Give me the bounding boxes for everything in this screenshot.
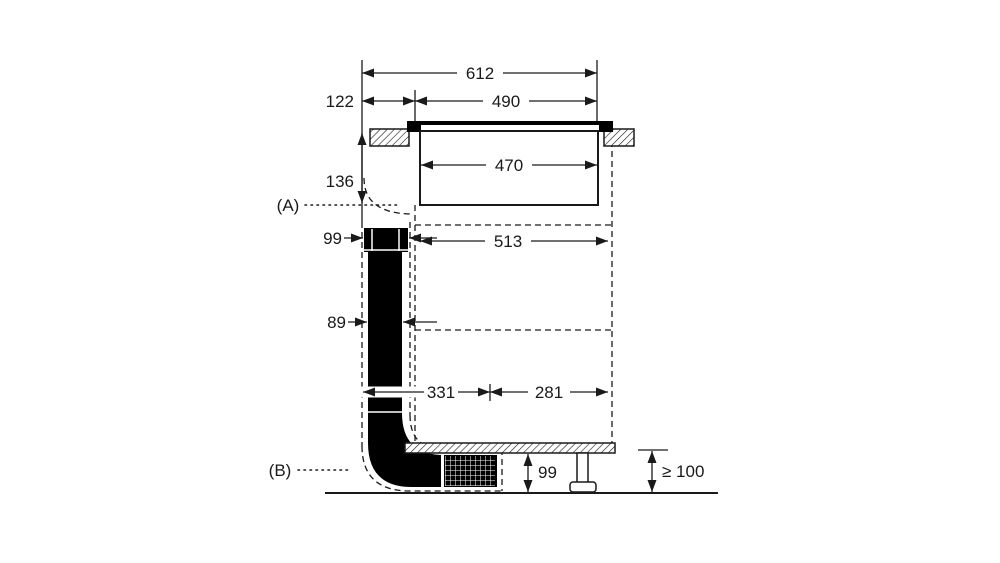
dim-overall-width-label: 612: [466, 64, 494, 83]
callout-b-label: (B): [269, 461, 292, 480]
exhaust-duct: [364, 228, 497, 487]
cabinet-bottom-panel: [404, 442, 616, 454]
hob-top-plate: [407, 121, 613, 125]
dim-duct-flange-width-label: 99: [323, 229, 342, 248]
dim-left-offset-label: 122: [326, 92, 354, 111]
hob-frame-right: [599, 121, 613, 132]
worktop-left-section: [369, 128, 410, 147]
cabinet-leg: [576, 452, 589, 484]
callout-a-label: (A): [277, 196, 300, 215]
duct-channel: [368, 252, 497, 487]
dim-right-span-label: 281: [535, 383, 563, 402]
callouts: (A) (B): [269, 196, 398, 480]
duct-connection-curve: [363, 177, 414, 215]
dimensions: 612 122 490 470 136 99 513: [323, 64, 704, 492]
worktop: [369, 128, 635, 147]
dim-depth-below-top-label: 136: [326, 172, 354, 191]
dim-duct-width-label: 89: [327, 313, 346, 332]
cabinet-base: [325, 442, 718, 494]
worktop-right-section: [603, 128, 635, 147]
dim-plinth-height-label: 99: [538, 463, 557, 482]
cabinet-foot: [569, 481, 597, 493]
dim-cabinet-interior-width-label: 513: [494, 232, 522, 251]
hob-body: [419, 130, 599, 206]
hob-frame-left: [407, 121, 421, 132]
dim-cutout-width-label: 470: [495, 156, 523, 175]
dim-left-span-label: 331: [427, 383, 455, 402]
dim-top-width-label: 490: [492, 92, 520, 111]
flat-duct-adapter: [445, 456, 495, 486]
duct-joint-gap: [441, 455, 444, 487]
hob: [407, 121, 613, 206]
cabinet-outline: [414, 131, 613, 443]
dim-min-clearance-label: ≥ 100: [662, 462, 704, 481]
duct-flange: [364, 228, 408, 252]
